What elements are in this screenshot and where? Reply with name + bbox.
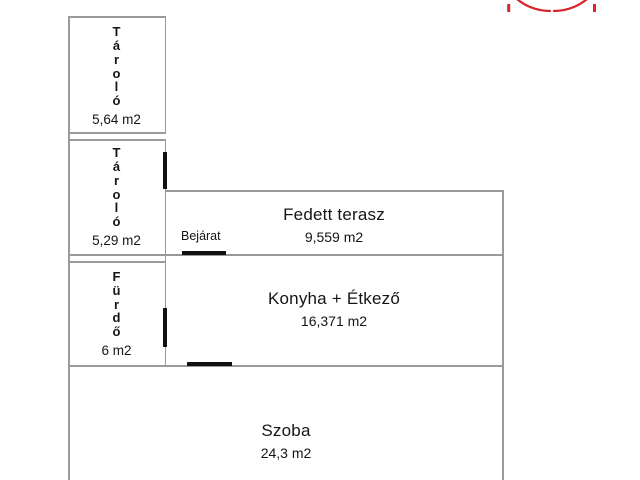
wall-top-fedett-terasz	[164, 190, 504, 192]
room-name-tarolo-2: T á r o l ó	[112, 145, 121, 230]
door-tarolo-2	[163, 152, 167, 189]
room-area-furdo: 6 m2	[101, 342, 132, 358]
wall-bottom-tarolo-1	[68, 132, 166, 134]
room-label-tarolo-2: T á r o l ó 5,29 m2	[68, 142, 165, 252]
wall-right-tarolo-1	[164, 16, 166, 133]
room-area-tarolo-1: 5,64 m2	[92, 111, 141, 127]
door-furdo	[163, 308, 167, 347]
room-name-furdo: F ü r d ő	[112, 269, 121, 340]
wall-divider-konyha-szoba	[164, 365, 504, 367]
room-name-szoba: Szoba	[261, 420, 311, 440]
wall-bottom-tarolo-2	[68, 254, 166, 256]
wall-bottom-furdo	[68, 365, 166, 367]
room-label-konyha-etkezo: Konyha + Étkező 16,371 m2	[165, 282, 503, 336]
door-bejarat	[182, 251, 226, 255]
wall-right-konyha	[502, 254, 504, 366]
room-area-fedett-terasz: 9,559 m2	[304, 229, 364, 246]
wall-right-szoba	[502, 365, 504, 480]
wall-corridor-vertical	[164, 188, 166, 365]
room-name-fedett-terasz: Fedett terasz	[283, 204, 385, 224]
room-label-fedett-terasz: Fedett terasz 9,559 m2	[165, 200, 503, 250]
wall-left-outer	[68, 16, 70, 480]
wall-top-furdo	[68, 261, 166, 263]
wall-top-tarolo-1	[68, 16, 166, 18]
door-konyha-szoba	[187, 362, 232, 366]
wall-top-tarolo-2	[68, 139, 166, 141]
room-label-furdo: F ü r d ő 6 m2	[68, 266, 165, 362]
wall-right-fedett-terasz	[502, 190, 504, 266]
room-label-tarolo-1: T á r o l ó 5,64 m2	[68, 22, 165, 130]
room-area-konyha-etkezo: 16,371 m2	[300, 313, 368, 330]
room-area-tarolo-2: 5,29 m2	[92, 232, 141, 248]
room-name-konyha-etkezo: Konyha + Étkező	[267, 288, 400, 308]
wall-divider-terasz-konyha	[164, 254, 504, 256]
room-label-szoba: Szoba 24,3 m2	[69, 414, 503, 468]
room-area-szoba: 24,3 m2	[260, 445, 312, 462]
room-name-tarolo-1: T á r o l ó	[112, 24, 121, 109]
watermark-logo	[507, 0, 596, 13]
annotation-bejarat: Bejárat	[181, 229, 221, 243]
